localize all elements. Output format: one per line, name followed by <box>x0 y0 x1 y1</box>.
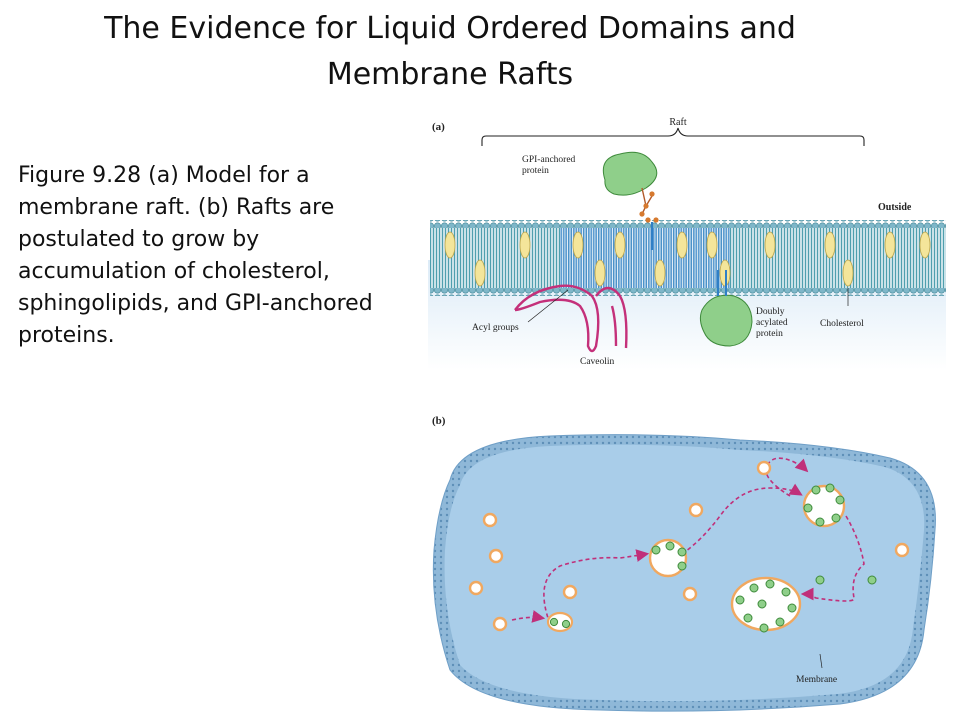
caption-line: sphingolipids, and GPI-anchored <box>18 291 373 316</box>
raft-lipid-region <box>560 228 730 288</box>
caveolin-protein <box>514 284 628 353</box>
panel-b: (b) <box>432 415 936 712</box>
outer-head-groups <box>430 220 946 228</box>
doubly-label-line-3: protein <box>756 329 783 339</box>
caption-line: Figure 9.28 (a) Model for a <box>18 163 310 188</box>
caption-line: accumulation of cholesterol, <box>18 259 330 284</box>
gpi-label-line-2: protein <box>522 166 549 176</box>
caption-line: membrane raft. (b) Rafts are <box>18 195 335 220</box>
caveolin-label: Caveolin <box>580 357 615 367</box>
raft-brace <box>481 127 865 146</box>
raft-figure-svg: (a) Raft <box>428 117 946 712</box>
outside-label: Outside <box>878 202 912 213</box>
doubly-acylated-protein <box>699 270 753 347</box>
membrane-label: Membrane <box>796 675 837 685</box>
cholesterol-molecules <box>444 231 931 287</box>
caption-line: postulated to grow by <box>18 227 260 252</box>
figure-caption: Figure 9.28 (a) Model for a membrane raf… <box>18 160 448 352</box>
slide-title: The Evidence for Liquid Ordered Domains … <box>40 6 860 98</box>
panel-a-label: (a) <box>432 121 445 133</box>
caption-line: proteins. <box>18 323 115 348</box>
diffusion-arrows <box>511 457 865 625</box>
panel-b-label: (b) <box>432 415 446 427</box>
gpi-label-line-1: GPI-anchored <box>522 155 576 165</box>
acyl-pointer <box>527 289 569 323</box>
raft-figure: (a) Raft <box>420 110 950 714</box>
raft-label: Raft <box>669 117 686 128</box>
panel-a: (a) Raft <box>428 117 946 370</box>
doubly-label-line-2: acylated <box>756 318 788 328</box>
gpi-proteins <box>549 483 877 633</box>
gpi-anchored-protein <box>602 151 659 250</box>
cell-interior <box>444 444 925 702</box>
membrane-pointer <box>819 653 823 669</box>
cholesterol-label: Cholesterol <box>820 319 864 329</box>
lipid-vesicles <box>468 460 910 632</box>
inner-head-groups <box>430 288 946 296</box>
doubly-label-line-1: Doubly <box>756 307 785 317</box>
acyl-groups-label: Acyl groups <box>472 323 519 333</box>
title-line-1: The Evidence for Liquid Ordered Domains … <box>104 11 796 46</box>
title-line-2: Membrane Rafts <box>326 57 574 92</box>
